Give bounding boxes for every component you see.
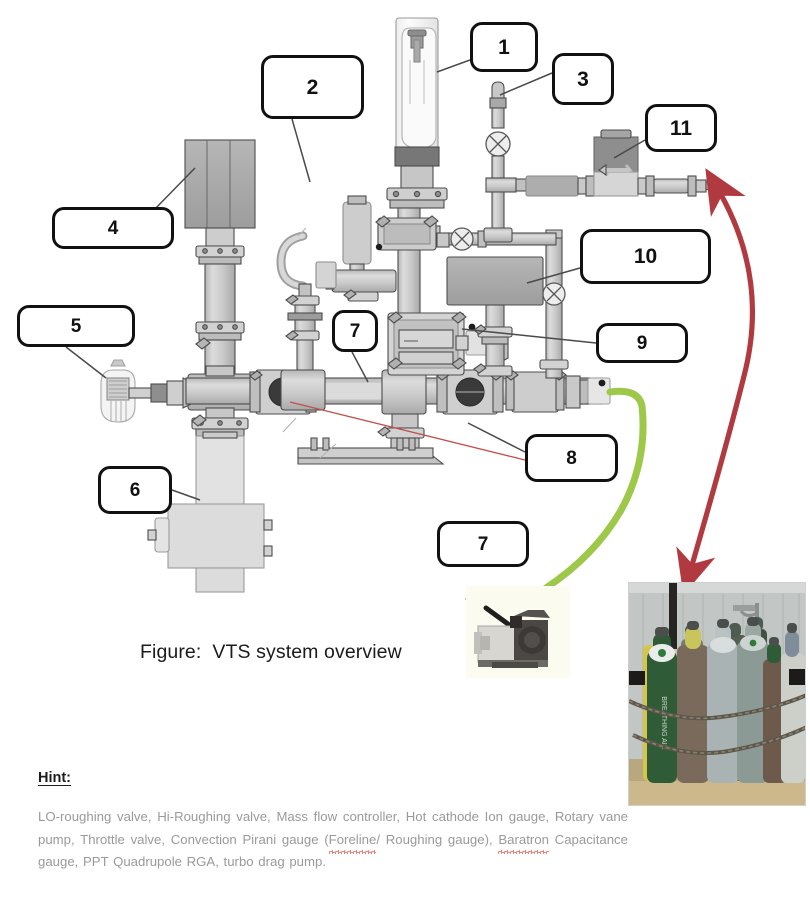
callout-label: 5 — [70, 315, 82, 337]
misspelled-baratron: Baratron — [498, 829, 549, 855]
callout-10[interactable]: 10 — [580, 229, 711, 284]
hair-line-3 — [319, 443, 337, 459]
callout-label: 11 — [669, 116, 693, 140]
leader-7 — [351, 351, 369, 383]
callout-4[interactable]: 4 — [52, 207, 174, 249]
leader-6 — [171, 489, 201, 501]
callout-8[interactable]: 8 — [525, 434, 618, 482]
hint-block: Hint: LO-roughing valve, Hi-Roughing val… — [38, 770, 628, 874]
flange-belljar — [386, 187, 448, 209]
leader-11 — [613, 139, 646, 159]
rotary-vane-pump-photo — [466, 586, 570, 678]
callout-7[interactable]: 7 — [332, 310, 378, 352]
leader-10 — [526, 267, 581, 284]
callout-label: 3 — [577, 67, 589, 91]
hi-roughing-valve-column — [485, 81, 511, 235]
hint-line-2a: Rotary vane pump, Throttle valve, Convec… — [38, 809, 628, 847]
leader-1 — [436, 59, 471, 73]
callout-7b[interactable]: 7 — [437, 521, 529, 567]
hair-line-4 — [297, 227, 307, 237]
hint-line-3b: Capacitance gauge, PPT Quadrupole RGA, t… — [38, 831, 628, 870]
hint-body: LO-roughing valve, Hi-Roughing valve, Ma… — [38, 806, 628, 874]
callout-11[interactable]: 11 — [645, 104, 717, 152]
turbo-pump — [184, 139, 256, 375]
bellows-loop — [276, 231, 323, 371]
green-hose-connector — [542, 387, 647, 592]
glass-gauge-tube — [394, 17, 440, 189]
hot-cathode-ion-gauge — [100, 359, 192, 423]
svg-text:BREATHING AIR: BREATHING AIR — [660, 696, 667, 750]
support-rail — [297, 437, 445, 465]
right-riser — [539, 229, 569, 379]
callout-label: 7 — [477, 533, 489, 555]
callout-2[interactable]: 2 — [261, 55, 364, 119]
callout-3[interactable]: 3 — [552, 53, 614, 105]
figure-caption: Figure: VTS system overview — [140, 641, 402, 663]
upper-valve-block — [375, 215, 439, 251]
leader-9 — [461, 328, 597, 344]
callout-label: 2 — [306, 75, 319, 99]
callout-label: 4 — [107, 217, 119, 239]
misspelled-foreline: Foreline — [328, 829, 376, 855]
hint-line-2b: / Roughing gauge), — [376, 831, 493, 847]
callout-5[interactable]: 5 — [17, 305, 135, 347]
callout-label: 9 — [636, 332, 648, 354]
manifold-right-fittings — [505, 370, 611, 413]
callout-6[interactable]: 6 — [98, 466, 172, 514]
leader-3 — [499, 72, 553, 96]
roughing-valve-right — [436, 369, 504, 415]
leader-4 — [151, 167, 196, 213]
hint-line-1: LO-roughing valve, Hi-Roughing valve, Ma… — [38, 809, 550, 824]
leader-2 — [291, 118, 311, 183]
callout-label: 1 — [498, 35, 510, 59]
callout-label: 10 — [633, 245, 658, 268]
leader-5 — [65, 346, 107, 379]
callout-label: 7 — [349, 320, 361, 342]
throttle-valve-block — [387, 311, 467, 376]
belljar-side-branch — [436, 232, 450, 248]
hair-line-2 — [282, 417, 297, 433]
red-double-arrow — [676, 168, 756, 595]
leader-8b — [467, 422, 526, 453]
baratron-capacitance-gauge — [446, 256, 544, 377]
callout-9[interactable]: 9 — [596, 323, 688, 363]
gas-cylinders-photo: BREATHING AIR — [628, 582, 806, 806]
leader-8a — [289, 401, 526, 461]
lower-tee-right — [483, 227, 513, 243]
hint-title: Hint: — [38, 770, 72, 786]
left-small-gauge — [315, 261, 337, 289]
callout-label: 8 — [566, 447, 577, 469]
foreline-pump-body — [147, 431, 273, 593]
callout-label: 6 — [129, 479, 141, 501]
callout-1[interactable]: 1 — [470, 22, 538, 72]
left-branch-cross — [280, 369, 326, 411]
